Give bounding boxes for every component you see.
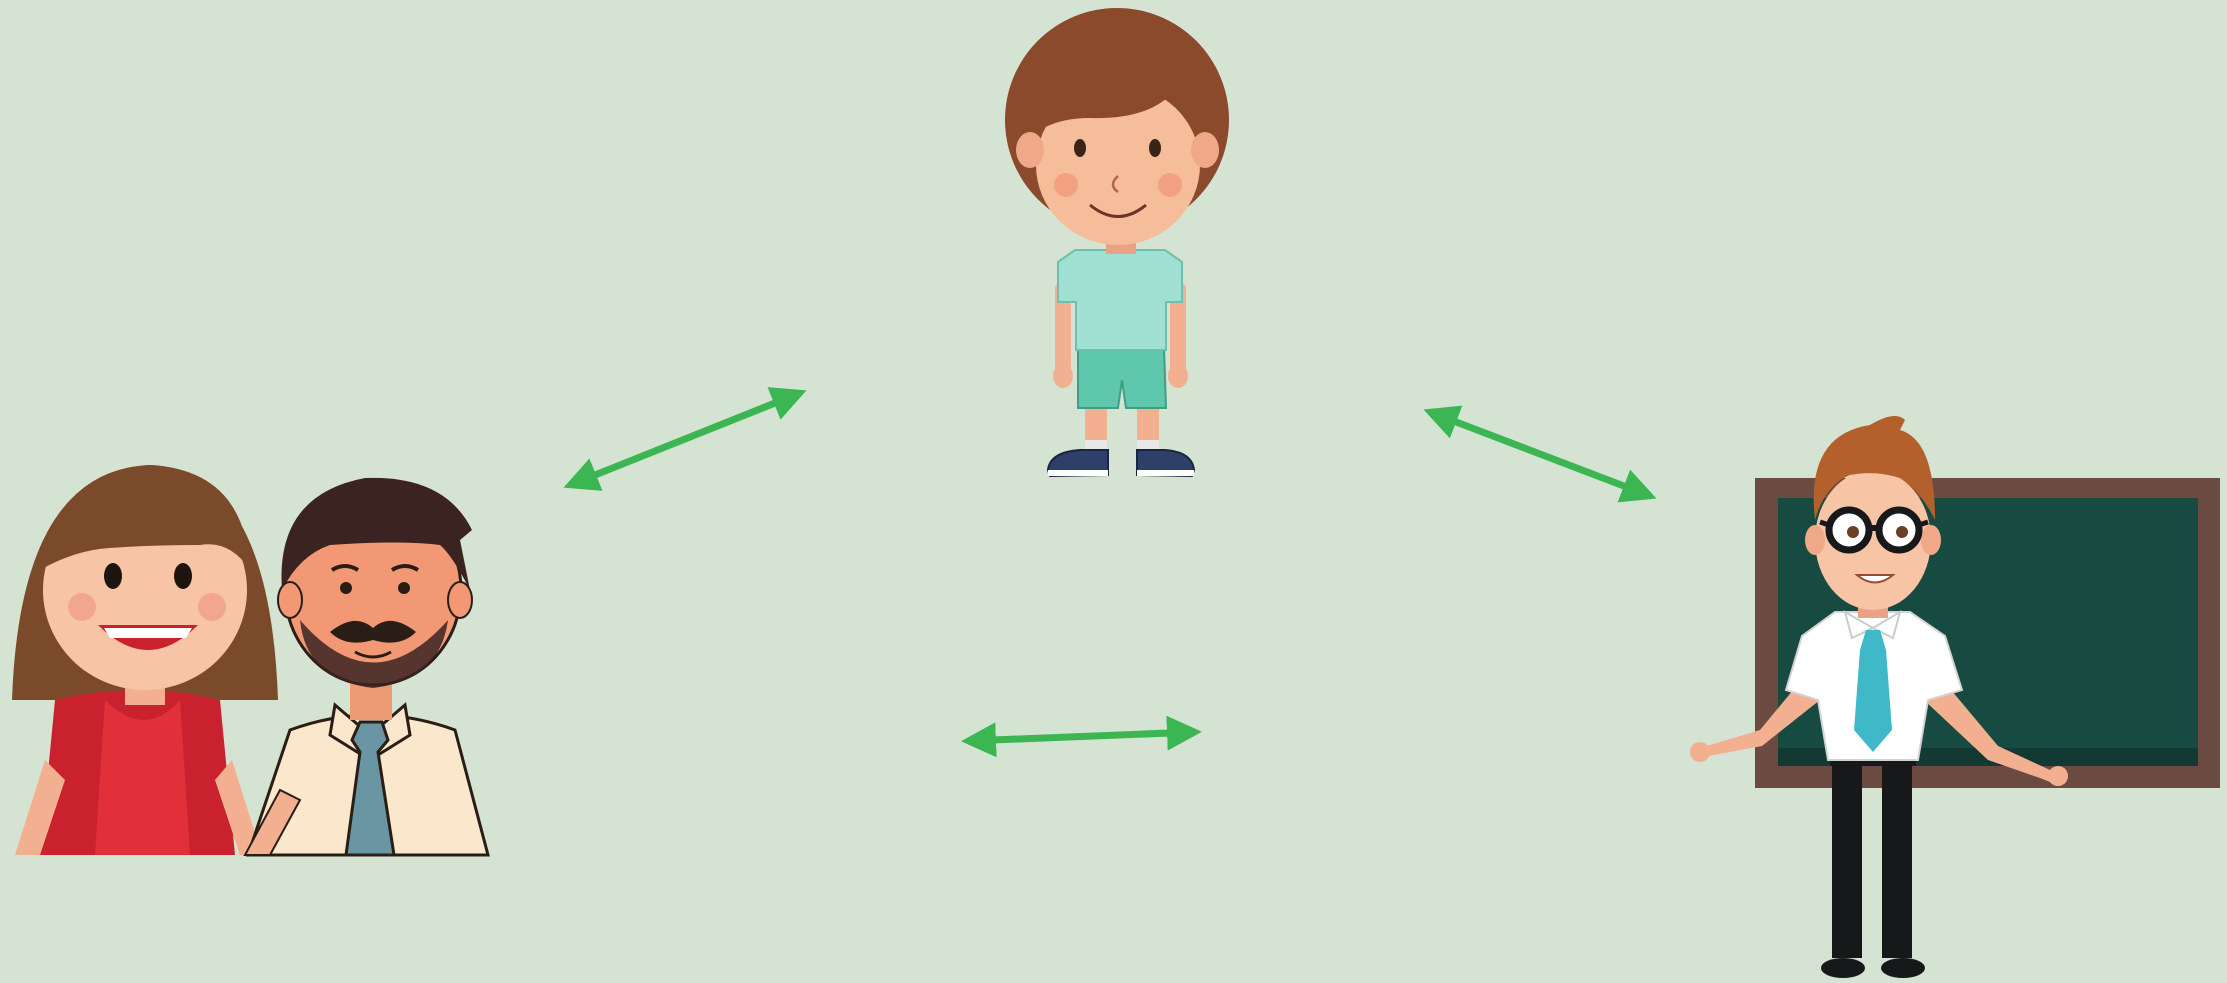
parents-icon	[12, 465, 488, 855]
teacher-icon	[1690, 416, 2220, 978]
arrow-parents-teacher	[968, 732, 1195, 741]
arrow-child-teacher	[1430, 412, 1650, 496]
arrow-parents-child	[570, 393, 800, 485]
child-icon	[1005, 8, 1229, 476]
